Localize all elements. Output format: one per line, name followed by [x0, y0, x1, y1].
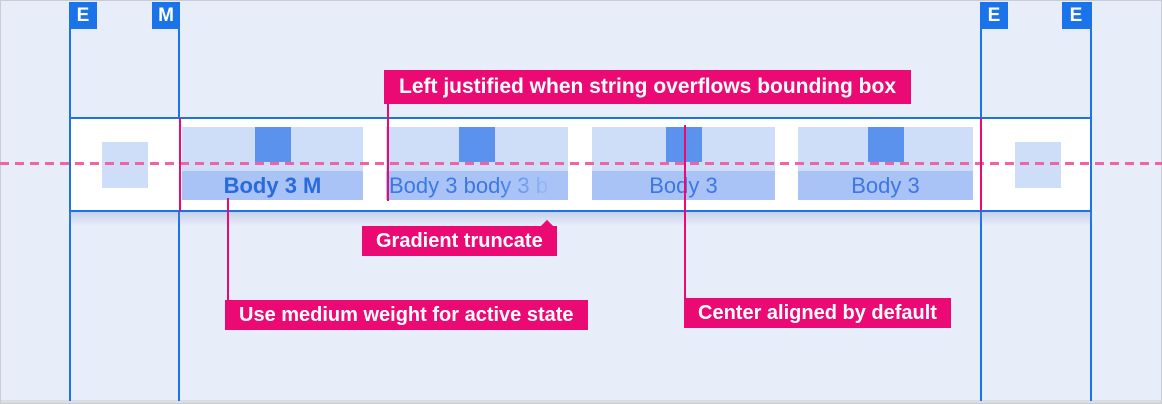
tab-icon-indicator — [665, 127, 702, 162]
content-edge-line-right — [980, 118, 982, 211]
tab-icon-indicator — [254, 127, 291, 162]
callout-gradient-truncate: Gradient truncate — [362, 219, 557, 256]
spacing-marker-e-right-inner: E — [980, 2, 1008, 29]
callout-left-justified: Left justified when string overflows bou… — [384, 70, 911, 104]
center-dashed-line — [0, 162, 1162, 165]
tab-icon-indicator — [459, 127, 495, 162]
gradient-fade-overlay — [496, 171, 568, 200]
callout-line-medium-weight — [227, 198, 229, 302]
spacing-marker-e-right-outer: E — [1062, 2, 1090, 29]
callout-line-left-justified — [387, 103, 389, 201]
content-edge-line-left — [179, 118, 181, 211]
callout-line-center-aligned — [684, 125, 686, 300]
tab-label: Body 3 body 3 b — [386, 171, 568, 200]
tab-label: Body 3 — [798, 171, 973, 200]
tab-default-1[interactable]: Body 3 — [592, 127, 775, 200]
callout-center-aligned: Center aligned by default — [684, 298, 951, 328]
callout-text: Gradient truncate — [376, 230, 543, 252]
spacing-marker-e-left: E — [69, 2, 97, 29]
tab-label: Body 3 — [592, 171, 775, 200]
tab-icon-indicator — [867, 127, 904, 162]
callout-medium-weight: Use medium weight for active state — [225, 300, 588, 330]
leading-placeholder-square — [102, 142, 148, 188]
tab-label: Body 3 M — [182, 171, 363, 200]
band-shadow — [69, 212, 1092, 226]
spacing-marker-m: M — [152, 2, 180, 29]
trailing-placeholder-square — [1015, 142, 1061, 188]
